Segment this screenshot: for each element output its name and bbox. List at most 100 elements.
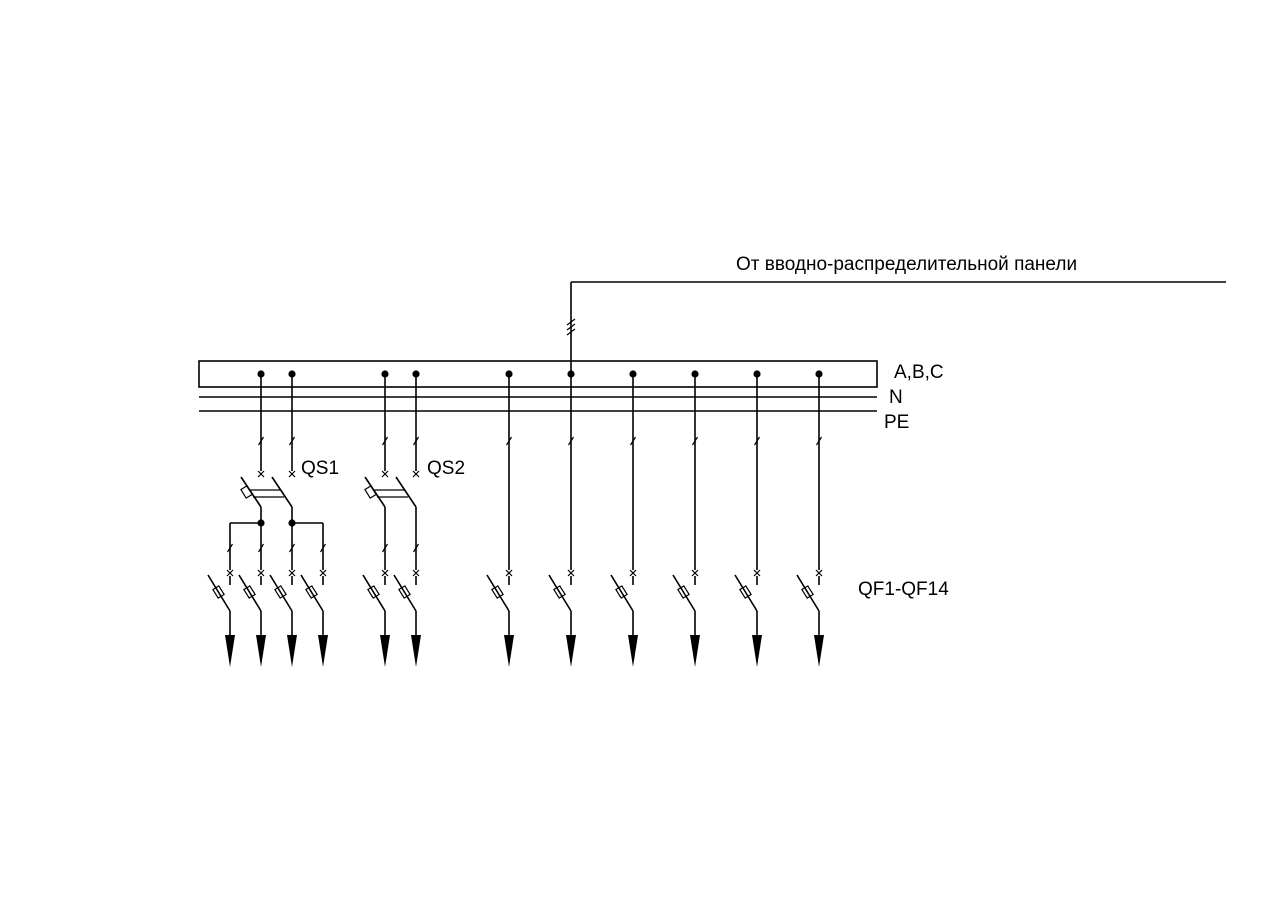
- breaker-contact-mark: [691, 569, 699, 577]
- bus-pe-label: PE: [884, 412, 909, 433]
- bus-neutral-label: N: [889, 387, 903, 408]
- thermal-release: [274, 585, 287, 599]
- breaker-contact-mark: [288, 569, 296, 577]
- thermal-release: [398, 585, 411, 599]
- breaker-blade: [393, 574, 417, 612]
- outgoing-arrow: [752, 635, 762, 667]
- breaker-contact-mark: [505, 569, 513, 577]
- switch2-label: QS2: [427, 458, 465, 479]
- circuit-breaker: [207, 569, 235, 667]
- conductor-tick: [319, 543, 327, 553]
- thermal-release: [801, 585, 814, 599]
- outgoing-arrow: [318, 635, 328, 667]
- circuit-breaker: [548, 569, 576, 667]
- outgoing-arrow: [225, 635, 235, 667]
- outgoing-arrow: [380, 635, 390, 667]
- circuit-breaker: [610, 569, 638, 667]
- circuit-breaker: [672, 569, 700, 667]
- breaker-contact-mark: [381, 569, 389, 577]
- breaker-blade: [207, 574, 231, 612]
- thermal-release: [739, 585, 752, 599]
- switch1-label: QS1: [301, 458, 339, 479]
- outgoing-arrow: [690, 635, 700, 667]
- circuit-breaker: [393, 569, 421, 667]
- breaker-contact-mark: [226, 569, 234, 577]
- conductor-tick: [505, 436, 513, 446]
- conductor-tick: [815, 436, 823, 446]
- breaker-contact-mark: [319, 569, 327, 577]
- outgoing-arrow: [287, 635, 297, 667]
- thermal-release: [367, 585, 380, 599]
- three-wire-mark: [566, 318, 576, 336]
- thermal-release: [615, 585, 628, 599]
- breaker-blade: [796, 574, 820, 612]
- breaker-contact-mark: [815, 569, 823, 577]
- conductor-tick: [629, 436, 637, 446]
- breaker-blade: [672, 574, 696, 612]
- thermal-release: [305, 585, 318, 599]
- conductor-tick: [257, 436, 265, 446]
- outgoing-arrow: [628, 635, 638, 667]
- switch-contact-mark: [412, 470, 420, 478]
- circuit-breaker: [300, 569, 328, 667]
- feeder-circuit: [486, 370, 514, 667]
- conductor-tick: [257, 543, 265, 553]
- switch-contact-mark: [257, 470, 265, 478]
- outgoing-arrow: [566, 635, 576, 667]
- breaker-contact-mark: [567, 569, 575, 577]
- conductor-tick: [381, 436, 389, 446]
- outgoing-arrow: [504, 635, 514, 667]
- switch-actuator: [240, 485, 253, 499]
- circuit-breaker: [486, 569, 514, 667]
- thermal-release: [212, 585, 225, 599]
- breaker-blade: [548, 574, 572, 612]
- breaker-contact-mark: [257, 569, 265, 577]
- outgoing-arrow: [814, 635, 824, 667]
- circuit-breaker: [269, 569, 297, 667]
- conductor-tick: [412, 543, 420, 553]
- phase-busbar: [198, 360, 878, 388]
- breaker-contact-mark: [753, 569, 761, 577]
- circuit-breaker: [796, 569, 824, 667]
- breaker-blade: [362, 574, 386, 612]
- breakers-label: QF1-QF14: [858, 579, 949, 600]
- conductor-tick: [567, 436, 575, 446]
- circuit-breaker: [734, 569, 762, 667]
- breaker-blade: [610, 574, 634, 612]
- outgoing-arrow: [411, 635, 421, 667]
- breaker-blade: [734, 574, 758, 612]
- thermal-release: [243, 585, 256, 599]
- feeder-circuit: [734, 370, 762, 667]
- switch-blade: [271, 476, 293, 508]
- circuit-breaker: [362, 569, 390, 667]
- feeder-circuit: [548, 370, 576, 667]
- feeder-circuit: [672, 370, 700, 667]
- switch-group-qs2: [362, 370, 421, 667]
- breaker-contact-mark: [412, 569, 420, 577]
- bus-phases-label: A,B,C: [894, 362, 944, 383]
- feeder-circuit: [796, 370, 824, 667]
- switch-contact-mark: [288, 470, 296, 478]
- conductor-tick: [753, 436, 761, 446]
- thermal-release: [553, 585, 566, 599]
- thermal-release: [491, 585, 504, 599]
- busbars: A,B,C N PE: [198, 360, 944, 433]
- breaker-blade: [486, 574, 510, 612]
- switch-blade: [395, 476, 417, 508]
- circuits: [207, 370, 824, 667]
- breaker-contact-mark: [629, 569, 637, 577]
- circuit-breaker: [238, 569, 266, 667]
- conductor-tick: [288, 436, 296, 446]
- switch-actuator: [364, 485, 377, 499]
- feeder-circuit: [610, 370, 638, 667]
- breaker-blade: [269, 574, 293, 612]
- conductor-tick: [288, 543, 296, 553]
- breaker-blade: [300, 574, 324, 612]
- conductor-tick: [226, 543, 234, 553]
- conductor-tick: [412, 436, 420, 446]
- outgoing-arrow: [256, 635, 266, 667]
- switch-contact-mark: [381, 470, 389, 478]
- thermal-release: [677, 585, 690, 599]
- incoming-feeder: От вводно-распределительной панели: [566, 254, 1226, 373]
